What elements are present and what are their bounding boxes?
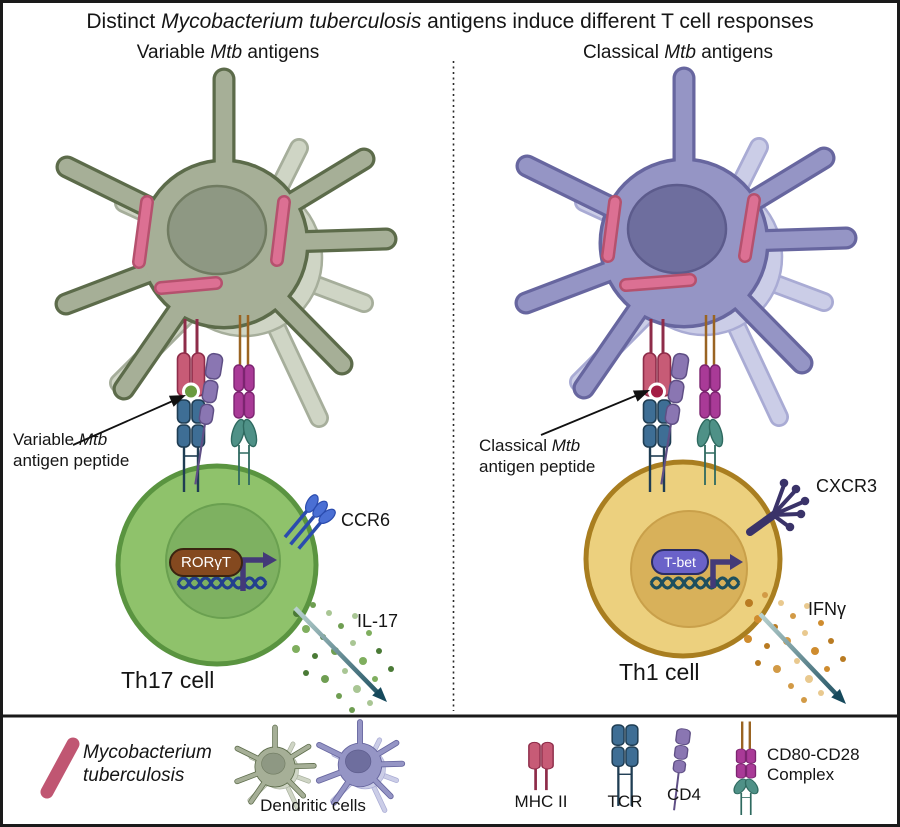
ifng-label: IFNγ (808, 599, 846, 619)
figure-title: Distinct Mycobacterium tuberculosis anti… (86, 10, 814, 33)
ccr6-receptor-icon (283, 494, 336, 550)
il17-label: IL-17 (357, 611, 399, 631)
legend-cd80-cd28-icon (730, 720, 762, 817)
legend-cd4-label: CD4 (666, 785, 701, 804)
cd80-cd28-right (693, 313, 727, 487)
tbet-pill (651, 549, 709, 575)
header-classical-antigens: Classical Mtb antigens (582, 42, 774, 63)
ifng-secretion-arrow (758, 612, 846, 704)
legend-mtb-rod (40, 737, 80, 799)
transcription-arrow-right (710, 554, 743, 588)
classical-peptide-arrow (540, 390, 650, 436)
th1-cell-label: Th1 cell (619, 659, 700, 685)
il17-secretion-arrow (293, 606, 387, 702)
header-variable-antigens: Variable Mtb antigens (136, 42, 320, 63)
cxcr3-receptor-icon (746, 478, 810, 536)
th17-cell-label: Th17 cell (121, 667, 215, 693)
legend-mhc-ii-icon (527, 741, 555, 792)
cxcr3-label: CXCR3 (816, 476, 878, 496)
ccr6-label: CCR6 (341, 510, 391, 530)
tbet-label: T-bet (664, 554, 696, 570)
legend-dendritic-cells-label: Dendritic cells (260, 796, 366, 815)
legend-mhc-label: MHC II (514, 792, 568, 811)
dendritic-cell-left (66, 79, 386, 418)
classical-peptide (648, 382, 666, 401)
variable-peptide-arrow (72, 395, 186, 446)
legend-tcr-label: TCR (607, 792, 643, 811)
transcription-arrow-left (240, 552, 277, 591)
roryt-pill (169, 548, 243, 577)
cd80-cd28-left (227, 313, 261, 487)
mtb-bacteria-right (601, 193, 761, 292)
variable-peptide (182, 382, 200, 401)
figure-art (3, 61, 897, 817)
roryt-label: RORγT (181, 554, 231, 571)
mtb-bacteria-left (132, 195, 291, 295)
